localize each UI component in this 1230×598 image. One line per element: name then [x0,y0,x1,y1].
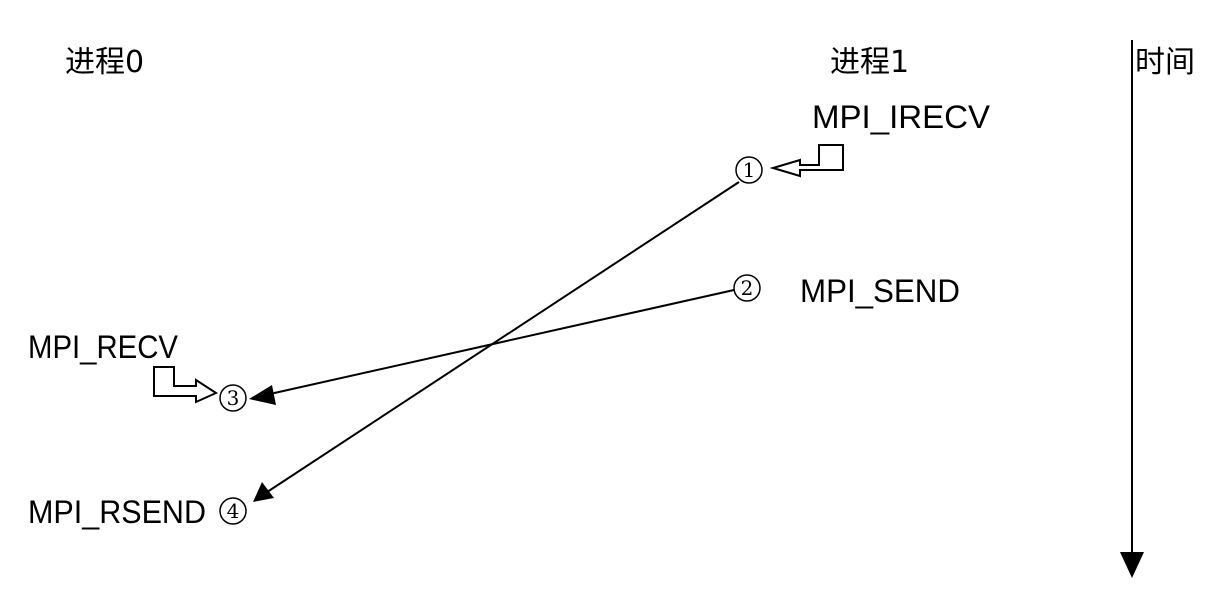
svg-text:2: 2 [741,276,754,300]
time-axis-arrow [1120,40,1144,578]
process1-title: 进程1 [830,45,909,80]
step-1-marker: 1 [735,156,763,184]
step-2-marker: 2 [733,274,761,302]
process0-title: 进程0 [65,45,144,80]
arrowhead-step3 [249,385,276,405]
message-line-send-to-recv [251,289,735,399]
mpi-irecv-label: MPI_IRECV [812,99,991,135]
svg-text:4: 4 [227,499,240,523]
step-4-marker: 4 [219,497,247,525]
hollow-arrow-irecv-icon [769,144,844,178]
arrowhead-step4 [253,482,274,502]
svg-text:1: 1 [743,158,756,182]
svg-text:3: 3 [227,386,240,410]
mpi-send-label: MPI_SEND [800,273,960,309]
hollow-arrow-recv-icon [153,366,219,404]
mpi-recv-label: MPI_RECV [28,329,179,365]
mpi-rsend-label: MPI_RSEND [28,494,206,530]
message-line-irecv-to-rsend [254,181,740,501]
time-axis-label: 时间 [1135,45,1195,80]
step-3-marker: 3 [219,384,247,412]
